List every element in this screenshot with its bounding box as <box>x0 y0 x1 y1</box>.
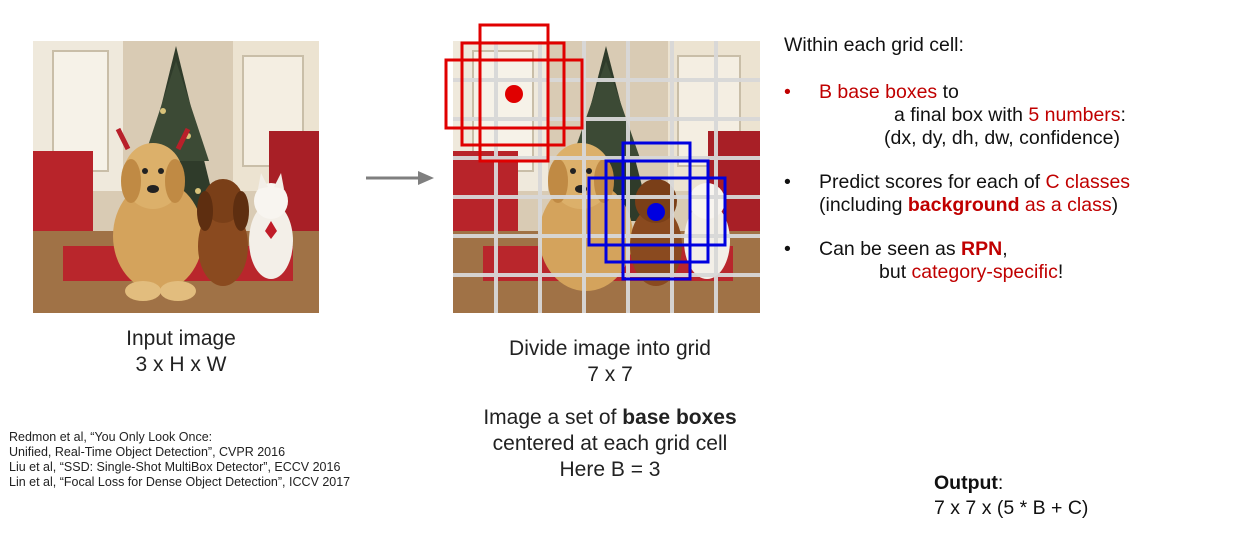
bullet1-line2-suffix: : <box>1120 104 1126 126</box>
output-label-bold: Output <box>934 472 998 494</box>
bullet3-line2-red: category-specific <box>911 261 1058 283</box>
base-boxes-description: Image a set of base boxes centered at ea… <box>440 405 780 483</box>
explanation-panel: Within each grid cell: • B base boxes to… <box>784 34 1254 305</box>
bullet2-line2-red: as a class <box>1019 194 1112 216</box>
red-cell-center <box>505 85 523 103</box>
bullet3-line2-prefix: but <box>879 261 912 283</box>
bullet1-line2: a final box with 5 numbers: <box>819 104 1254 127</box>
bullet2-line2-bold: background <box>907 194 1020 216</box>
blue-cell-center <box>647 203 665 221</box>
right-arrow-icon <box>366 171 436 190</box>
bullet3-line1: Can be seen as RPN, <box>819 238 1254 261</box>
bullet2-line2-suffix: ) <box>1111 194 1119 216</box>
reference-line: Liu et al, “SSD: Single-Shot MultiBox De… <box>9 460 341 474</box>
bullet2-line1: Predict scores for each of C classes <box>819 171 1254 194</box>
output-block: Output: 7 x 7 x (5 * B + C) <box>934 471 1088 521</box>
red-base-boxes <box>444 23 584 163</box>
grid-image <box>444 23 770 313</box>
bullet-class-scores: • Predict scores for each of C classes (… <box>784 171 1254 217</box>
bullet-marker: • <box>784 238 791 260</box>
bullet2-line2: (including background as a class) <box>819 194 1254 217</box>
base-boxes-line3: Here B = 3 <box>559 458 661 481</box>
base-boxes-line1-prefix: Image a set of <box>483 406 623 429</box>
bullet1-line1: B base boxes to <box>819 81 1254 104</box>
grid-image-caption: Divide image into grid 7 x 7 <box>470 336 750 388</box>
input-image <box>33 41 319 313</box>
bullet2-line1-prefix: Predict scores for each of <box>819 171 1046 193</box>
input-image-caption-line1: Input image <box>126 327 236 350</box>
bullet-marker: • <box>784 81 791 103</box>
bullet-rpn: • Can be seen as RPN, but category-speci… <box>784 238 1254 284</box>
bullet2-line1-red: C classes <box>1045 171 1131 193</box>
bullet-marker: • <box>784 171 791 193</box>
bullet3-line2: but category-specific! <box>819 261 1254 284</box>
bullet-base-boxes: • B base boxes to a final box with 5 num… <box>784 81 1254 150</box>
bullet1-line1-rest: to <box>937 81 959 103</box>
input-image-caption: Input image 3 x H x W <box>96 326 266 378</box>
output-label-suffix: : <box>997 472 1004 494</box>
bullet1-line1-red: B base boxes <box>819 81 938 103</box>
reference-line: Unified, Real-Time Object Detection”, CV… <box>9 445 286 459</box>
bullet3-line1-prefix: Can be seen as <box>819 238 962 260</box>
grid-caption-line2: 7 x 7 <box>587 363 633 386</box>
base-boxes-line2: centered at each grid cell <box>492 432 728 455</box>
blue-base-boxes <box>587 141 727 281</box>
bullet3-line2-suffix: ! <box>1057 261 1064 283</box>
bullet3-line1-suffix: , <box>1002 238 1008 260</box>
output-formula: 7 x 7 x (5 * B + C) <box>934 497 1089 519</box>
base-boxes-line1-bold: base boxes <box>622 406 737 429</box>
base-boxes-line1: Image a set of base boxes <box>440 405 780 431</box>
reference-line: Redmon et al, “You Only Look Once: <box>9 430 213 444</box>
references: Redmon et al, “You Only Look Once: Unifi… <box>9 430 350 490</box>
bullet2-line2-prefix: (including <box>819 194 908 216</box>
output-label: Output: <box>934 471 1088 496</box>
panel-heading: Within each grid cell: <box>784 34 964 56</box>
bullet1-line2-red: 5 numbers <box>1028 104 1121 126</box>
bullet3-line1-bold: RPN <box>961 238 1003 260</box>
reference-line: Lin et al, “Focal Loss for Dense Object … <box>9 475 351 489</box>
grid-caption-line1: Divide image into grid <box>509 337 711 360</box>
bullet1-line2-prefix: a final box with <box>894 104 1029 126</box>
input-image-caption-line2: 3 x H x W <box>135 353 227 376</box>
bullet1-line3: (dx, dy, dh, dw, confidence) <box>884 127 1120 149</box>
